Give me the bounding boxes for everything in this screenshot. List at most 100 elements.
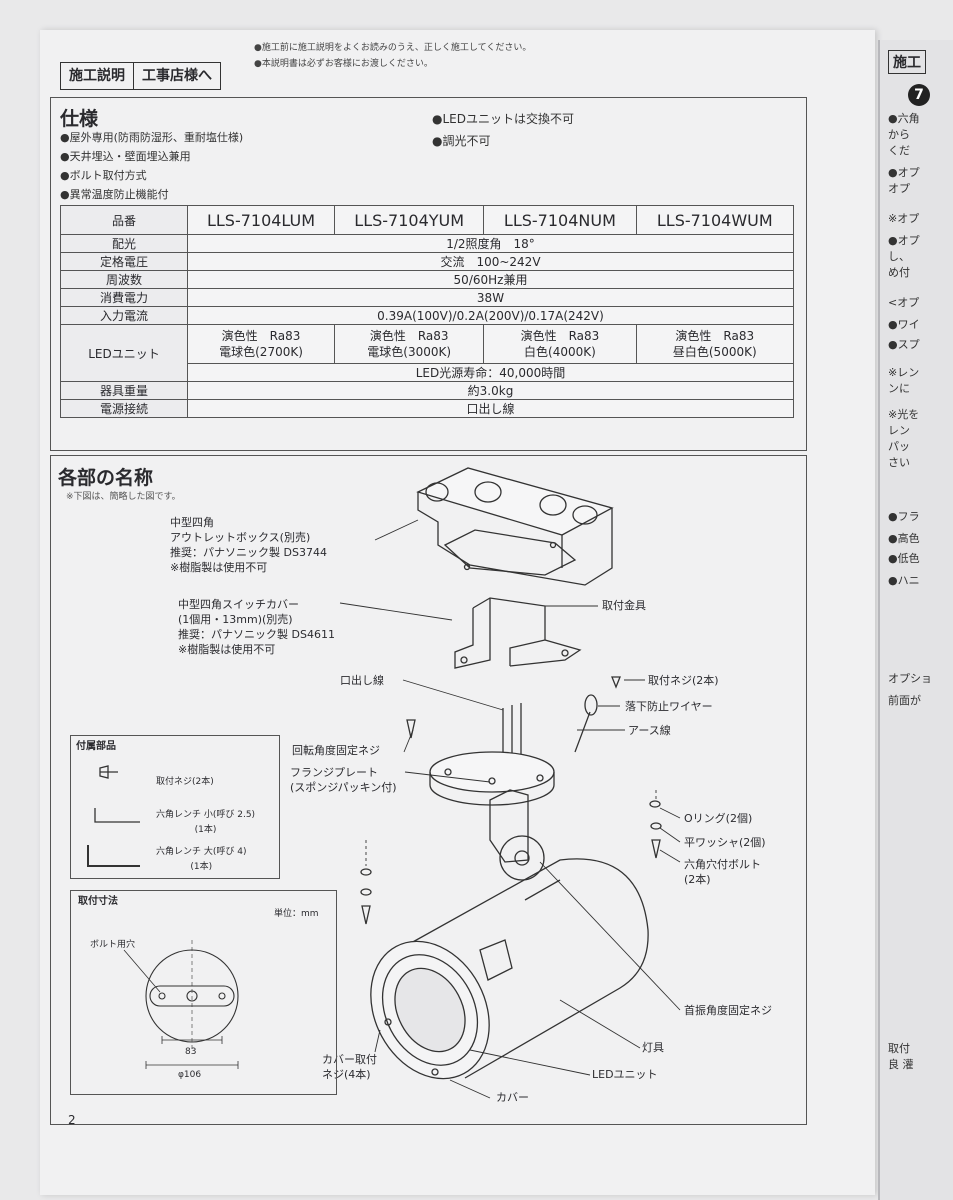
label-line: (2本) [684,873,711,886]
next-page-fragment: パッ [888,440,910,453]
label-earth-wire: アース線 [628,724,671,737]
row-label: 配光 [60,234,188,253]
accessory-count: (1本) [190,862,213,872]
next-page-fragment: し、 [888,250,910,263]
next-page-fragment: ※レン [888,366,920,379]
led-unit-ra: 演色性 Ra83 [221,329,301,343]
led-unit-ra: 演色性 Ra83 [675,329,755,343]
accessory-label: 六角レンチ 小(呼び 2.5) [156,810,256,820]
led-unit-color: 白色(4000K) [524,345,596,359]
wrench-icon [87,765,140,867]
label-rotation-screw: 回転角度固定ネジ [292,744,380,757]
led-unit-color: 電球色(2700K) [219,345,303,359]
led-unit-color: 電球色(3000K) [367,345,452,359]
next-page-edge: 施工 7 ●六角からくだ●オプオプ※オプ●オプし、め付<オプ●ワイ●スプ※レンン… [878,40,953,1200]
parts-note: ※下図は、簡略した図です。 [66,492,181,502]
accessories-box [70,735,280,879]
next-page-fragment: ●ハニ [888,574,920,587]
dimension-83: 83 [185,1047,197,1057]
next-page-fragment: <オプ [888,296,920,309]
row-label: LEDユニット [60,324,188,382]
label-drop-wire: 落下防止ワイヤー [625,700,713,713]
accessory-item: 取付ネジ(2本) [156,775,214,790]
label-hex-bolt: 六角穴付ボルト (2本) [684,857,761,887]
bolt-hole-label: ボルト用穴 [90,940,136,950]
led-unit-cell: 演色性 Ra83 昼白色(5000K) [635,324,795,364]
label-switch-cover: 中型四角スイッチカバー (1個用・13mm)(別売) 推奨：パナソニック製 DS… [178,597,335,657]
model-cell: LLS-7104WUM [635,205,795,235]
dimensions-title: 取付寸法 [78,896,118,907]
mount-dimensions-box [70,890,337,1095]
label-outlet-box: 中型四角 アウトレットボックス(別売) 推奨：パナソニック製 DS3744 ※樹… [170,515,327,575]
label-lead-wire: 口出し線 [340,674,384,687]
accessory-count: (1本) [194,825,217,835]
lead-wires-drawing [502,694,598,755]
row-value: 1/2照度角 18° [187,234,794,253]
next-page-fragment: ●オプ [888,166,920,179]
spec-bullets-left: ●屋外専用(防雨防湿形、重耐塩仕様) ●天井埋込・壁面埋込兼用 ●ボルト取付方式… [60,128,243,204]
next-page-fragment: ●オプ [888,234,920,247]
row-label: 電源接続 [60,399,188,418]
outlet-box-drawing [416,467,614,586]
accessory-label: 取付ネジ(2本) [156,777,214,787]
dimension-106: φ106 [178,1070,202,1080]
led-unit-cell: 演色性 Ra83 電球色(2700K) [186,324,336,364]
header-note: ●施工前に施工説明をよくお読みのうえ、正しく施工してください。 [254,43,532,53]
next-page-fragment: くだ [888,144,910,157]
label-line: ※樹脂製は使用不可 [170,561,268,574]
next-page-fragment: ●ワイ [888,318,920,331]
spec-bullets-right: ●LEDユニットは交換不可 ●調光不可 [432,108,574,152]
label-flange-plate: フランジプレート (スポンジパッキン付) [290,765,397,795]
parts-title: 各部の名称 [58,467,154,489]
next-page-fragment: ●スプ [888,338,920,351]
small-parts-drawing [360,800,662,1076]
led-unit-ra: 演色性 Ra83 [369,329,449,343]
label-led-unit: LEDユニット [592,1068,658,1081]
spec-title: 仕様 [60,108,99,130]
label-flat-washer: 平ワッシャ(2個) [684,836,766,849]
spec-bullet: ●ボルト取付方式 [60,169,147,182]
row-value: 約3.0kg [187,381,794,400]
label-line: ※樹脂製は使用不可 [178,643,276,656]
next-page-fragment: オプショ [888,672,932,685]
model-cell: LLS-7104LUM [186,205,336,235]
accessory-item: 六角レンチ 大(呼び 4) (1本) [156,845,246,875]
led-unit-ra: 演色性 Ra83 [520,329,600,343]
label-line: (スポンジパッキン付) [290,781,397,794]
label-swing-screw: 首振角度固定ネジ [684,1004,772,1017]
spec-bullet: ●LEDユニットは交換不可 [432,112,574,126]
next-page-fragment: ※光を [888,408,920,421]
header-notes: ●施工前に施工説明をよくお読みのうえ、正しく施工してください。 ●本説明書は必ず… [254,40,531,72]
leader-lines [339,519,681,1099]
spec-section [50,97,807,451]
next-page-fragment: 前面が [888,694,921,707]
label-line: アウトレットボックス(別売) [170,531,311,544]
next-page-fragment: ●フラ [888,510,920,523]
table-row: 定格電圧交流 100~242V [60,252,794,271]
next-page-fragment: オプ [888,182,910,195]
next-page-fragment: 良 灌 [888,1058,914,1071]
next-page-fragment: レン [888,424,910,437]
lamp-body-drawing [370,789,649,1080]
row-value: 交流 100~242V [187,252,794,271]
row-value: 口出し線 [187,399,794,418]
spec-bullet: ●天井埋込・壁面埋込兼用 [60,150,191,163]
label-cover: カバー [496,1091,529,1104]
label-line: 中型四角 [170,516,214,529]
label-o-ring: Oリング(2個) [684,812,753,825]
table-row: LEDユニット 演色性 Ra83 電球色(2700K) 演色性 Ra83 電球色(3… [60,324,795,382]
model-cell: LLS-7104NUM [483,205,637,235]
label-line: ネジ(4本) [322,1068,371,1081]
tab-construction-guide: 施工説明 [61,63,134,89]
screw-drawing [406,676,621,739]
next-page-fragment: ●低色 [888,552,920,565]
accessories-title: 付属部品 [76,741,116,752]
label-lamp-body: 灯具 [642,1041,664,1054]
flange-plate-drawing [429,751,555,806]
led-unit-color: 昼白色(5000K) [672,345,757,359]
model-cell: LLS-7104YUM [334,205,485,235]
